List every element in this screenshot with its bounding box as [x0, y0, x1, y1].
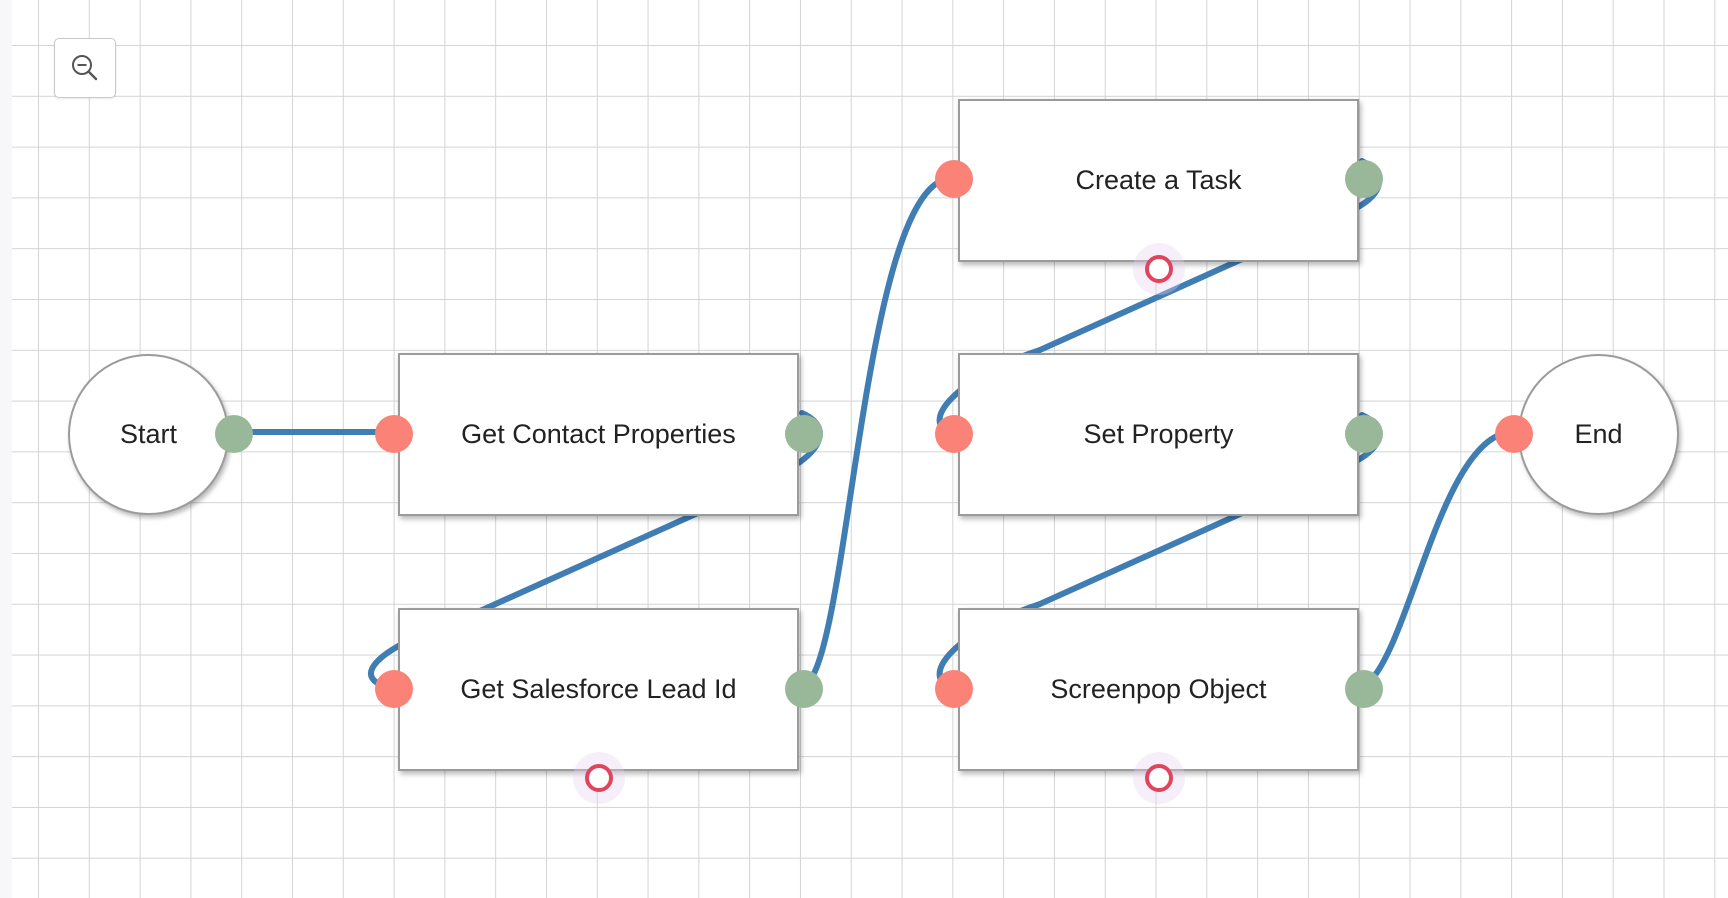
node-label: Screenpop Object: [1050, 674, 1267, 704]
zoom-out-button[interactable]: [54, 38, 116, 98]
screenpop-object-output-port[interactable]: [1345, 670, 1383, 708]
node-create-a-task[interactable]: Create a Task: [958, 99, 1359, 262]
set-property-input-port[interactable]: [935, 415, 973, 453]
get-contact-properties-input-port[interactable]: [375, 415, 413, 453]
node-label: Create a Task: [1075, 165, 1242, 195]
screenpop-object-error-port[interactable]: [1133, 752, 1185, 804]
create-a-task-output-port[interactable]: [1345, 160, 1383, 198]
node-label: Get Salesforce Lead Id: [460, 674, 737, 704]
node-set-property[interactable]: Set Property: [958, 353, 1359, 516]
edge-screenpop-object-to-end[interactable]: [1363, 429, 1513, 688]
flow-canvas[interactable]: [12, 0, 1728, 898]
node-label: Start: [119, 419, 178, 449]
screenpop-object-input-port[interactable]: [935, 670, 973, 708]
get-salesforce-lead-id-error-port[interactable]: [573, 752, 625, 804]
end-input-port[interactable]: [1495, 415, 1533, 453]
zoom-out-icon: [72, 55, 98, 81]
node-label: Get Contact Properties: [461, 419, 736, 449]
node-screenpop-object[interactable]: Screenpop Object: [958, 608, 1359, 771]
node-start[interactable]: Start: [68, 354, 229, 515]
error-port-ring-icon: [1145, 255, 1173, 283]
node-label: End: [1574, 419, 1623, 449]
node-label: Set Property: [1083, 419, 1234, 449]
create-a-task-input-port[interactable]: [935, 160, 973, 198]
get-salesforce-lead-id-output-port[interactable]: [785, 670, 823, 708]
get-contact-properties-output-port[interactable]: [785, 415, 823, 453]
error-port-ring-icon: [585, 764, 613, 792]
edge-get-salesforce-lead-id-to-create-a-task[interactable]: [802, 175, 955, 688]
set-property-output-port[interactable]: [1345, 415, 1383, 453]
node-end[interactable]: End: [1518, 354, 1679, 515]
error-port-ring-icon: [1145, 764, 1173, 792]
node-get-contact-properties[interactable]: Get Contact Properties: [398, 353, 799, 516]
create-a-task-error-port[interactable]: [1133, 243, 1185, 295]
node-get-salesforce-lead-id[interactable]: Get Salesforce Lead Id: [398, 608, 799, 771]
get-salesforce-lead-id-input-port[interactable]: [375, 670, 413, 708]
start-output-port[interactable]: [215, 415, 253, 453]
